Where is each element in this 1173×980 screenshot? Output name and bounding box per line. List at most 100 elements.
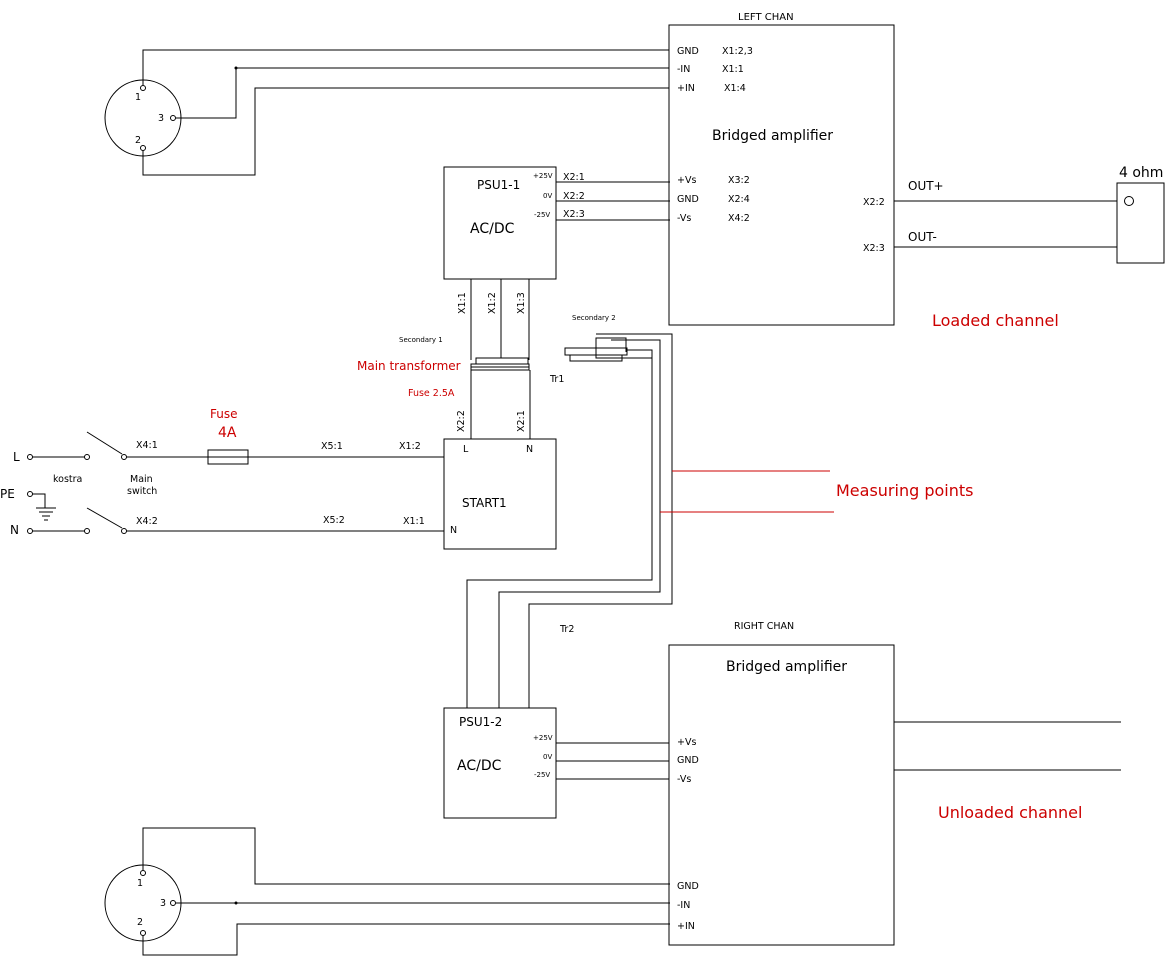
- psu1-1-net-1: X2:1: [563, 172, 585, 183]
- line-net-l: X5:1: [321, 441, 343, 452]
- wire-tr2-1: [466, 349, 653, 708]
- fuse-title: Fuse: [210, 407, 238, 421]
- switch-net-n: X4:2: [136, 516, 158, 527]
- xlr-top-pin-2: 2: [135, 135, 141, 146]
- wire-tr2-3: [528, 333, 673, 708]
- wire-gnd-left: [142, 49, 670, 85]
- main-transformer-label: Main transformer: [357, 359, 461, 373]
- right-pin-plus-vs: +Vs: [677, 737, 696, 748]
- left-amplifier-box: [668, 24, 895, 326]
- psu1-1-rail-neg: -25V: [534, 211, 550, 219]
- left-amp-title: Bridged amplifier: [712, 128, 833, 144]
- left-chan-title: LEFT CHAN: [738, 12, 794, 23]
- wire-minus-in-left: [176, 67, 670, 119]
- load-4ohm-box: [1116, 182, 1165, 264]
- right-pin-plus-in: +IN: [677, 921, 695, 932]
- load-label: 4 ohm: [1119, 165, 1163, 181]
- right-pin-gnd: GND: [677, 881, 699, 892]
- start1-net-l: X1:2: [399, 441, 421, 452]
- pe-wire: [32, 493, 46, 508]
- main-switch-l-icon: [86, 431, 123, 455]
- line-net-n: X5:2: [323, 515, 345, 526]
- psu1-1-box: [443, 166, 557, 280]
- start1-pin-n-top: N: [526, 444, 533, 455]
- measuring-points-label: Measuring points: [836, 481, 973, 500]
- left-net-plus-vs: X3:2: [728, 175, 750, 186]
- start1-net-n: X1:1: [403, 516, 425, 527]
- out-plus-label: OUT+: [908, 179, 944, 193]
- left-net-minus-vs: X4:2: [728, 213, 750, 224]
- main-switch-label-2: switch: [127, 486, 157, 497]
- secondary2-label: Secondary 2: [572, 314, 616, 322]
- secondary1-label: Secondary 1: [399, 336, 443, 344]
- left-pin-minus-vs: -Vs: [677, 213, 691, 224]
- left-net-gnd-pwr: X2:4: [728, 194, 750, 205]
- tr1-label: Tr1: [549, 374, 564, 385]
- start1-pin-l: L: [463, 444, 469, 455]
- left-net-gnd: X1:2,3: [722, 46, 753, 57]
- wire-tr2-2: [498, 339, 661, 708]
- psu1-1-net-2: X2:2: [563, 191, 585, 202]
- psu1-1-in-net-3: X1:3: [516, 292, 527, 314]
- psu1-1-rail-pos: +25V: [533, 172, 553, 180]
- right-amplifier-box: [668, 644, 895, 946]
- unloaded-channel-label: Unloaded channel: [938, 803, 1082, 822]
- psu1-1-in-net-2: X1:2: [487, 292, 498, 314]
- xlr-connector-top: 1 2 3: [104, 79, 182, 157]
- mains-pe-label: PE: [0, 487, 15, 501]
- wire-gnd-right: [142, 827, 670, 885]
- primary-net-2: X2:1: [516, 410, 527, 432]
- psu1-1-rail-0v: 0V: [543, 192, 552, 200]
- xlr-top-pin-3: 3: [158, 113, 164, 124]
- psu1-2-box: [443, 707, 557, 819]
- load-terminal-icon: [1124, 196, 1134, 206]
- psu1-1-title: PSU1-1: [477, 178, 520, 192]
- xlr-bottom-pin-3: 3: [160, 898, 166, 909]
- fuse-value: 4A: [218, 425, 237, 441]
- ground-icon: [36, 507, 56, 521]
- mains-l-label: L: [13, 450, 20, 464]
- switch-net-l: X4:1: [136, 440, 158, 451]
- start1-title: START1: [462, 496, 507, 510]
- psu1-2-type: AC/DC: [457, 758, 502, 774]
- main-switch-n-icon: [86, 507, 123, 529]
- out-minus-label: OUT-: [908, 230, 937, 244]
- xlr-connector-bottom: 1 2 3: [104, 864, 182, 942]
- left-pin-plus-vs: +Vs: [677, 175, 696, 186]
- wire-plus-in-left: [142, 87, 670, 176]
- left-net-out-minus: X2:3: [863, 243, 885, 254]
- left-pin-gnd-pwr: GND: [677, 194, 699, 205]
- psu1-1-in-net-1: X1:1: [457, 292, 468, 314]
- left-net-minus-in: X1:1: [722, 64, 744, 75]
- main-transformer: [470, 347, 628, 371]
- loaded-channel-label: Loaded channel: [932, 311, 1059, 330]
- start1-pin-n-bottom: N: [450, 525, 457, 536]
- left-net-out-plus: X2:2: [863, 197, 885, 208]
- psu1-2-rail-pos: +25V: [533, 734, 553, 742]
- mains-n-label: N: [10, 523, 19, 537]
- main-switch-label-1: Main: [130, 474, 153, 485]
- right-pin-minus-vs: -Vs: [677, 774, 691, 785]
- left-pin-minus-in: -IN: [677, 64, 690, 75]
- psu1-2-rail-neg: -25V: [534, 771, 550, 779]
- right-chan-title: RIGHT CHAN: [734, 621, 794, 632]
- fuse-2-5a-label: Fuse 2.5A: [408, 388, 455, 399]
- psu1-2-rail-0v: 0V: [543, 753, 552, 761]
- primary-net-1: X2:2: [456, 410, 467, 432]
- xlr-top-pin-1: 1: [135, 92, 141, 103]
- right-amp-title: Bridged amplifier: [726, 659, 847, 675]
- right-pin-gnd-pwr: GND: [677, 755, 699, 766]
- psu1-1-net-3: X2:3: [563, 209, 585, 220]
- left-net-plus-in: X1:4: [724, 83, 746, 94]
- start1-box: [443, 438, 557, 550]
- wire-plus-in-right: [142, 923, 670, 956]
- right-pin-minus-in: -IN: [677, 900, 690, 911]
- kostra-label: kostra: [53, 474, 82, 485]
- xlr-bottom-pin-2: 2: [137, 917, 143, 928]
- psu1-1-type: AC/DC: [470, 221, 515, 237]
- left-pin-plus-in: +IN: [677, 83, 695, 94]
- psu1-2-title: PSU1-2: [459, 715, 502, 729]
- xlr-bottom-pin-1: 1: [137, 878, 143, 889]
- left-pin-gnd: GND: [677, 46, 699, 57]
